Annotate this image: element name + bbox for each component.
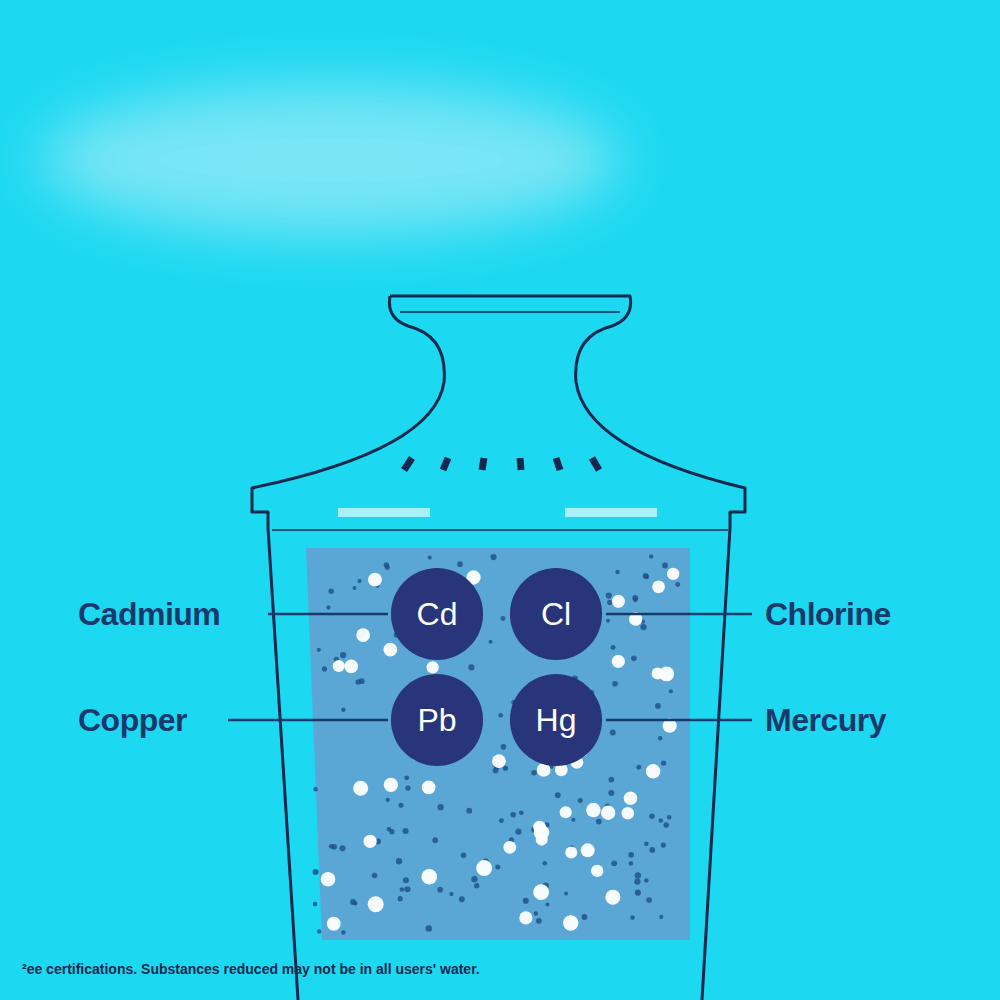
footnote: ²ee certifications. Substances reduced m… bbox=[22, 961, 480, 977]
element-circle: Cd bbox=[390, 567, 484, 661]
blurred-highlight bbox=[40, 85, 620, 235]
element-symbol: Pb bbox=[417, 702, 456, 739]
element-symbol: Hg bbox=[536, 702, 577, 739]
media-granules bbox=[313, 554, 681, 935]
cartridge-outline bbox=[252, 296, 745, 1000]
substance-label: Cadmium bbox=[78, 596, 220, 633]
vent-slots bbox=[404, 458, 599, 470]
rim-highlight bbox=[565, 508, 657, 517]
element-circle: Cl bbox=[509, 567, 603, 661]
substance-label: Mercury bbox=[765, 702, 886, 739]
leader-lines bbox=[228, 614, 752, 720]
substance-label: Copper bbox=[78, 702, 187, 739]
element-circle: Hg bbox=[509, 673, 603, 767]
filter-media bbox=[306, 548, 690, 940]
element-circle: Pb bbox=[390, 673, 484, 767]
element-symbol: Cd bbox=[417, 596, 458, 633]
rim-highlight bbox=[338, 508, 430, 517]
element-symbol: Cl bbox=[541, 596, 571, 633]
substance-label: Chlorine bbox=[765, 596, 891, 633]
